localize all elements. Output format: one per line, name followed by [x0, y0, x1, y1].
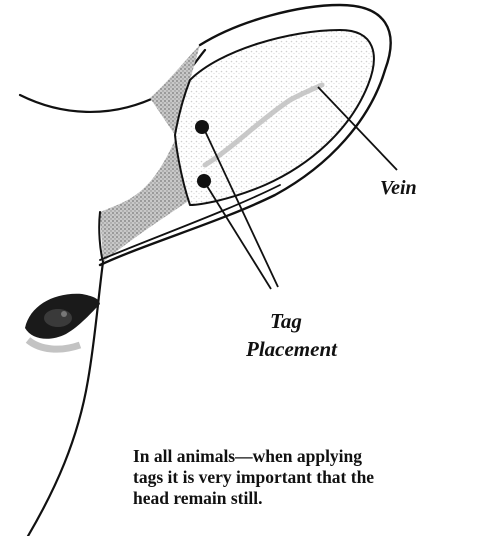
tag-label: Tag — [270, 309, 302, 333]
instruction-note-line-2: tags it is very important that the — [133, 467, 493, 488]
instruction-note-line-1: In all animals—when applying — [133, 446, 493, 467]
ear-lower-shading — [100, 140, 190, 262]
tag-dot-upper — [195, 120, 209, 134]
placement-label: Placement — [245, 337, 338, 361]
instruction-note-line-3: head remain still. — [133, 488, 493, 509]
eye-icon — [25, 294, 100, 349]
instruction-note: In all animals—when applying tags it is … — [133, 446, 493, 509]
vein-label: Vein — [380, 177, 417, 199]
tag-dot-lower — [197, 174, 211, 188]
